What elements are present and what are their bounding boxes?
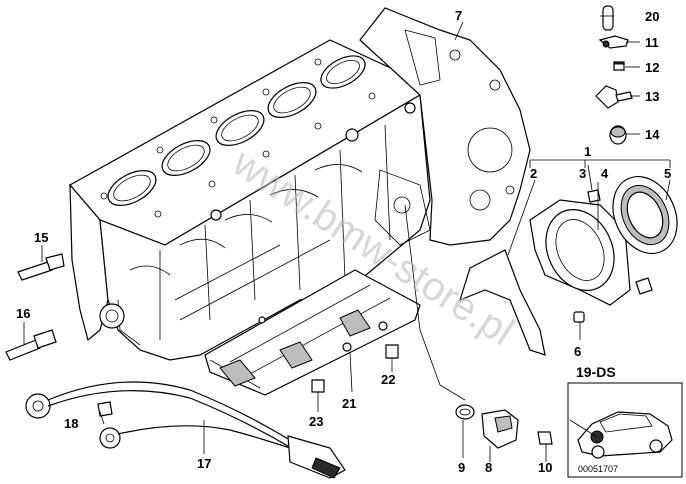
callout-6: 6 [574, 344, 581, 359]
callout-15: 15 [34, 230, 48, 245]
callout-5: 5 [664, 166, 671, 181]
diagram-code: 00051707 [578, 464, 618, 474]
callout-4: 4 [601, 166, 609, 181]
callout-17: 17 [197, 456, 211, 471]
callout-3: 3 [579, 166, 586, 181]
callout-9: 9 [458, 460, 465, 475]
car-icon [569, 411, 673, 459]
callout-16: 16 [16, 306, 30, 321]
callout-22: 22 [381, 372, 395, 387]
small-parts [595, 5, 633, 145]
callout-23: 23 [309, 414, 323, 429]
callout-7: 7 [455, 8, 462, 23]
callout-2: 2 [530, 166, 537, 181]
callout-18: 18 [64, 416, 78, 431]
callout-11: 11 [645, 35, 659, 50]
callout-1: 1 [584, 144, 591, 159]
callout-labels: 7 20 11 12 13 14 1 2 3 4 5 6 15 16 17 18… [16, 8, 671, 475]
callout-14: 14 [645, 127, 660, 142]
gasket-plate [359, 7, 531, 246]
callout-13: 13 [645, 89, 659, 104]
leader-lines [23, 15, 671, 462]
callout-10: 10 [538, 460, 552, 475]
callout-8: 8 [485, 460, 492, 475]
engine-block [69, 39, 431, 361]
oil-pan-baffle [204, 269, 421, 396]
callout-21: 21 [342, 396, 356, 411]
rear-seal-cover [459, 159, 678, 356]
sensors-wiring [5, 253, 553, 479]
inset-label: 19-DS [576, 364, 616, 380]
callout-20: 20 [645, 9, 659, 24]
inset-panel: 19-DS 00051707 [567, 364, 683, 478]
callout-12: 12 [645, 60, 659, 75]
